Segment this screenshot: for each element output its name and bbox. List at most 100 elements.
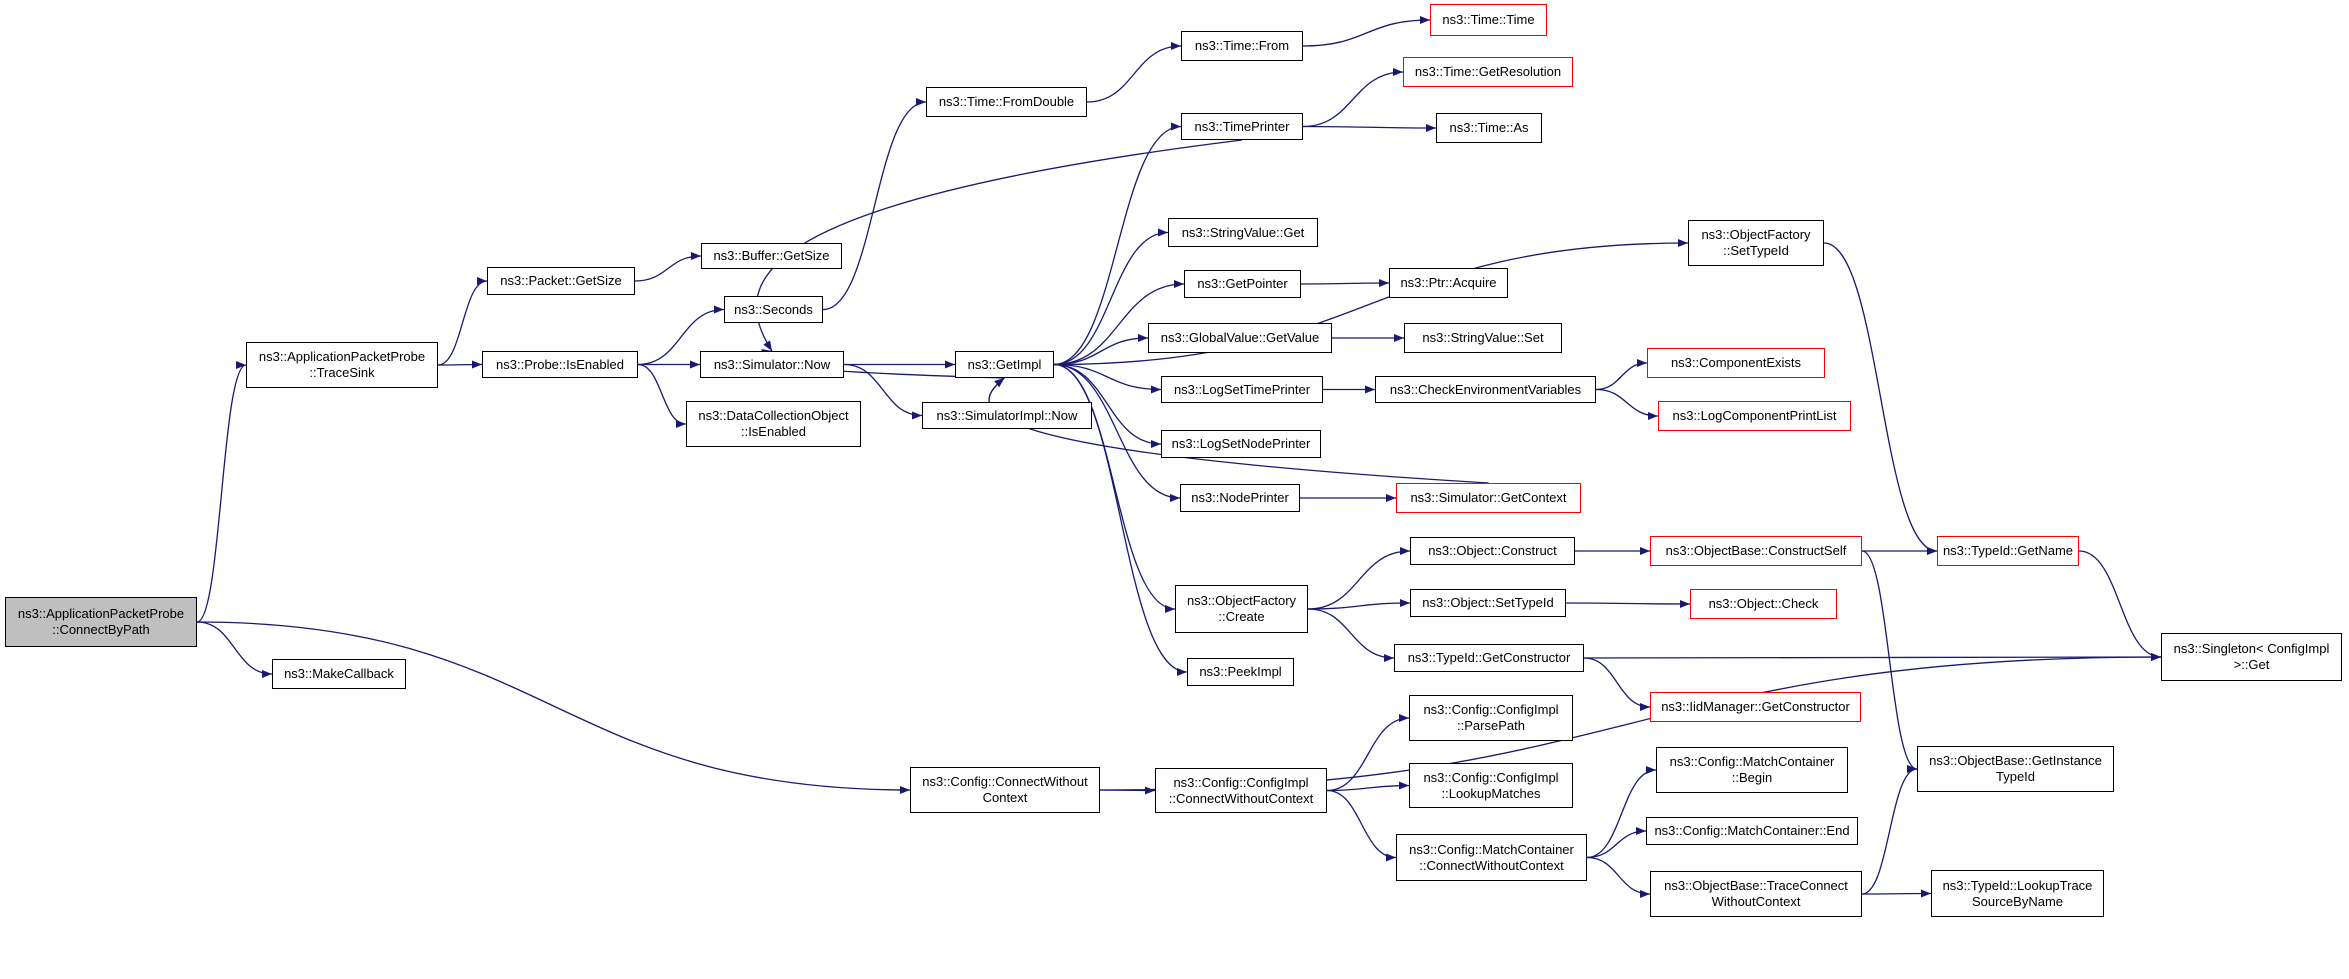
- edge-getimpl-to-nodeprinter: [1053, 363, 1181, 502]
- edge-typeidgetconstructor-to-iidmanagergetconstructor: [1583, 657, 1651, 711]
- edge-getimpl-to-timeprinter: [1053, 122, 1182, 366]
- node-getimpl[interactable]: ns3::GetImpl: [955, 351, 1054, 378]
- node-label-line: ns3::Time::Time: [1442, 12, 1535, 27]
- edge-packetgetsize-to-buffergetsize: [634, 252, 702, 282]
- node-singletonget[interactable]: ns3::Singleton< ConfigImpl>::Get: [2161, 633, 2342, 681]
- node-simgetcontext[interactable]: ns3::Simulator::GetContext: [1396, 483, 1581, 513]
- edge-timeprinter-to-timegetres: [1302, 68, 1404, 128]
- node-logsetnodeprinter[interactable]: ns3::LogSetNodePrinter: [1161, 430, 1321, 458]
- edge-tracesink-to-probeisenabled: [437, 360, 483, 369]
- node-parsepath[interactable]: ns3::Config::ConfigImpl::ParsePath: [1409, 695, 1573, 741]
- edge-obconstructself-to-obgetinstancetypeid: [1861, 550, 1918, 773]
- node-nodeprinter[interactable]: ns3::NodePrinter: [1180, 484, 1300, 512]
- node-mcbegin[interactable]: ns3::Config::MatchContainer::Begin: [1656, 747, 1848, 793]
- node-peekimpl[interactable]: ns3::PeekImpl: [1187, 658, 1294, 686]
- node-typeidgetname[interactable]: ns3::TypeId::GetName: [1937, 536, 2079, 566]
- node-lookupmatches[interactable]: ns3::Config::ConfigImpl::LookupMatches: [1409, 763, 1573, 808]
- node-label-line: ns3::Probe::IsEnabled: [496, 356, 624, 372]
- node-logsettimeprinter[interactable]: ns3::LogSetTimePrinter: [1161, 376, 1323, 403]
- node-getpointer[interactable]: ns3::GetPointer: [1184, 270, 1301, 298]
- node-simimplnow[interactable]: ns3::SimulatorImpl::Now: [922, 402, 1092, 429]
- edge-ofcreate-to-typeidgetconstructor: [1307, 608, 1395, 662]
- node-label-line: ns3::Simulator::Now: [713, 356, 831, 372]
- node-packetgetsize[interactable]: ns3::Packet::GetSize: [487, 267, 635, 295]
- edge-ofsettypeid-to-typeidgetname: [1823, 242, 1938, 555]
- edge-getimpl-to-peekimpl: [1053, 363, 1188, 676]
- node-label-line: ns3::Ptr::Acquire: [1400, 275, 1497, 290]
- node-label-line: ns3::Object::Construct: [1428, 543, 1557, 558]
- node-dcoisenabled[interactable]: ns3::DataCollectionObject::IsEnabled: [686, 401, 861, 447]
- node-checkenv[interactable]: ns3::CheckEnvironmentVariables: [1375, 376, 1596, 403]
- node-tracesink[interactable]: ns3::ApplicationPacketProbe::TraceSink: [246, 342, 438, 388]
- edge-simnow-to-simimplnow: [843, 363, 923, 420]
- edge-timefrom-to-timetime: [1302, 16, 1431, 47]
- node-label-line: ns3::ObjectBase::GetInstance: [1929, 753, 2102, 768]
- node-ofcreate[interactable]: ns3::ObjectFactory::Create: [1175, 585, 1308, 633]
- node-timegetres[interactable]: ns3::Time::GetResolution: [1403, 57, 1573, 87]
- node-stringvalueset[interactable]: ns3::StringValue::Set: [1404, 323, 1562, 353]
- node-label-line: ns3::TypeId::GetConstructor: [1407, 650, 1571, 665]
- node-label-line: ns3::ObjectFactory: [1186, 593, 1297, 608]
- edge-ofcreate-to-objconstruct: [1307, 547, 1411, 610]
- edge-probeisenabled-to-dcoisenabled: [637, 363, 687, 428]
- node-label-line: ns3::Packet::GetSize: [500, 273, 622, 288]
- node-mcend[interactable]: ns3::Config::MatchContainer::End: [1646, 817, 1858, 845]
- node-root[interactable]: ns3::ApplicationPacketProbe::ConnectByPa…: [5, 597, 197, 647]
- node-label-line: ns3::MakeCallback: [284, 666, 394, 681]
- node-objsettypeid[interactable]: ns3::Object::SetTypeId: [1410, 589, 1566, 617]
- edge-getimpl-to-logsettimeprinter: [1053, 363, 1162, 394]
- node-label-line: >::Get: [2233, 657, 2270, 672]
- node-label-line: ::ConnectWithoutContext: [1419, 857, 1564, 873]
- node-label-line: ns3::TypeId::GetName: [1942, 543, 2074, 558]
- node-timetime[interactable]: ns3::Time::Time: [1430, 4, 1547, 36]
- node-obconstructself[interactable]: ns3::ObjectBase::ConstructSelf: [1650, 536, 1862, 566]
- node-label-line: ns3::SimulatorImpl::Now: [936, 407, 1078, 423]
- node-label-line: ns3::Object::Check: [1708, 596, 1819, 611]
- node-makecallback[interactable]: ns3::MakeCallback: [272, 659, 406, 689]
- node-objcheck[interactable]: ns3::Object::Check: [1690, 589, 1837, 619]
- node-iidmanagergetconstructor[interactable]: ns3::IidManager::GetConstructor: [1650, 692, 1861, 722]
- edge-obtraceconnect-to-obgetinstancetypeid: [1861, 765, 1918, 895]
- node-label-line: ::LookupMatches: [1441, 785, 1541, 801]
- node-label-line: SourceByName: [1971, 893, 2064, 909]
- node-timefrom[interactable]: ns3::Time::From: [1181, 31, 1303, 61]
- node-seconds[interactable]: ns3::Seconds: [724, 296, 823, 323]
- node-label-line: ns3::Config::MatchContainer::End: [1654, 823, 1850, 838]
- node-objconstruct[interactable]: ns3::Object::Construct: [1410, 537, 1575, 565]
- node-stringvalueget[interactable]: ns3::StringValue::Get: [1168, 218, 1318, 247]
- edge-timefromdouble-to-timefrom: [1086, 42, 1182, 103]
- node-ptracquire[interactable]: ns3::Ptr::Acquire: [1389, 268, 1508, 298]
- edge-configimplconnect-to-lookupmatches: [1326, 781, 1410, 792]
- node-timeas[interactable]: ns3::Time::As: [1436, 113, 1542, 143]
- node-label-line: ns3::PeekImpl: [1199, 664, 1282, 679]
- edge-obtraceconnect-to-lookuptracesource: [1861, 889, 1932, 898]
- node-label-line: ns3::DataCollectionObject: [698, 408, 849, 423]
- node-componentexists[interactable]: ns3::ComponentExists: [1647, 348, 1825, 378]
- node-buffergetsize[interactable]: ns3::Buffer::GetSize: [701, 243, 842, 269]
- node-label-line: ns3::ObjectFactory: [1701, 227, 1811, 242]
- edge-configimplconnect-to-parsepath: [1326, 714, 1410, 792]
- node-label-line: ns3::Config::ConnectWithout: [922, 774, 1088, 789]
- node-configimplconnect[interactable]: ns3::Config::ConfigImpl::ConnectWithoutC…: [1155, 768, 1327, 813]
- node-label-line: Context: [982, 790, 1028, 805]
- node-label-line: ns3::ComponentExists: [1670, 355, 1802, 370]
- node-timeprinter[interactable]: ns3::TimePrinter: [1181, 113, 1303, 140]
- node-label-line: ns3::Simulator::GetContext: [1410, 490, 1567, 505]
- node-label-line: ns3::LogSetTimePrinter: [1173, 381, 1311, 397]
- node-label-line: ns3::Config::MatchContainer: [1409, 841, 1574, 857]
- node-timefromdouble[interactable]: ns3::Time::FromDouble: [926, 87, 1087, 117]
- node-probeisenabled[interactable]: ns3::Probe::IsEnabled: [482, 351, 638, 378]
- node-simnow[interactable]: ns3::Simulator::Now: [700, 351, 844, 378]
- node-ofsettypeid[interactable]: ns3::ObjectFactory::SetTypeId: [1688, 220, 1824, 266]
- node-mcconnect[interactable]: ns3::Config::MatchContainer::ConnectWith…: [1396, 834, 1587, 881]
- node-typeidgetconstructor[interactable]: ns3::TypeId::GetConstructor: [1394, 644, 1584, 672]
- edge-root-to-tracesink: [196, 361, 247, 623]
- node-globalgetvalue[interactable]: ns3::GlobalValue::GetValue: [1148, 323, 1332, 353]
- node-logcomponentprintlist[interactable]: ns3::LogComponentPrintList: [1658, 401, 1851, 431]
